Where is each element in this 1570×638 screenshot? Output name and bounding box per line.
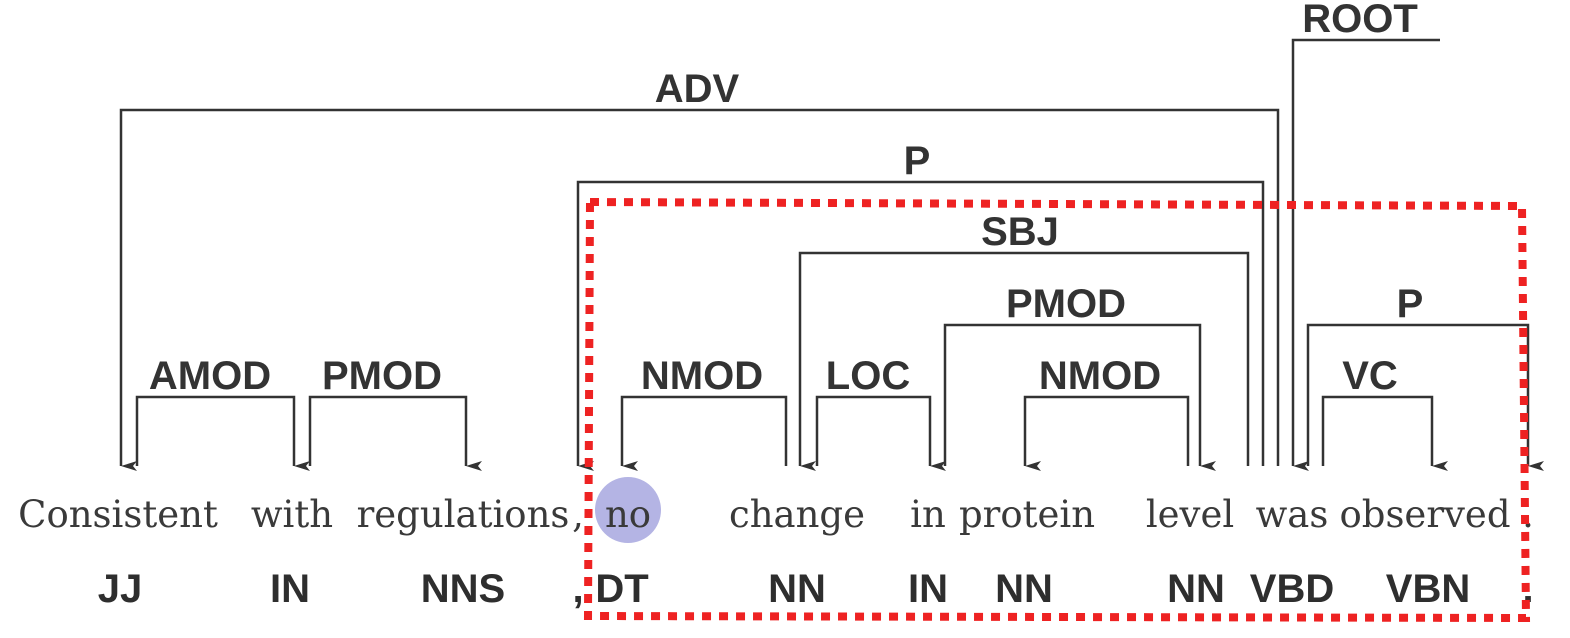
dependency-arc bbox=[1023, 395, 1190, 471]
dependency-arc bbox=[798, 251, 1250, 471]
root-arc bbox=[1291, 38, 1440, 471]
arc-label: P bbox=[1397, 282, 1424, 326]
pos-tag: VBD bbox=[1250, 567, 1334, 611]
arc-label: PMOD bbox=[1006, 282, 1126, 326]
arc-label: P bbox=[904, 139, 931, 183]
pos-tag: , bbox=[572, 567, 583, 611]
token-word: . bbox=[1522, 493, 1534, 536]
token-word: , bbox=[572, 493, 584, 536]
arc-label: ADV bbox=[655, 67, 740, 111]
arc-label: SBJ bbox=[981, 210, 1059, 254]
arc-label: PMOD bbox=[322, 354, 442, 398]
highlight-circle bbox=[595, 477, 661, 543]
dependency-arc bbox=[576, 180, 1265, 471]
token-word: protein bbox=[959, 493, 1095, 536]
arc-label: VC bbox=[1342, 354, 1398, 398]
dependency-arc bbox=[1321, 395, 1448, 471]
dependency-arc bbox=[815, 395, 946, 471]
token-word: Consistent bbox=[18, 493, 218, 536]
arc-label: NMOD bbox=[641, 354, 763, 398]
arc-label: AMOD bbox=[149, 354, 271, 398]
pos-tag: JJ bbox=[98, 567, 143, 611]
token-word: no bbox=[605, 493, 651, 536]
token-word: was bbox=[1256, 493, 1329, 536]
pos-tag: NN bbox=[995, 567, 1053, 611]
token-word: change bbox=[729, 493, 865, 536]
dependency-arc bbox=[119, 108, 1280, 471]
dependency-arc bbox=[135, 395, 310, 471]
pos-tag: DT bbox=[595, 567, 648, 611]
pos-tag: VBN bbox=[1386, 567, 1470, 611]
token-word: in bbox=[910, 493, 946, 536]
pos-tag: IN bbox=[908, 567, 948, 611]
dependency-arc bbox=[308, 395, 482, 471]
highlight-box bbox=[583, 197, 1531, 623]
token-word: observed bbox=[1339, 493, 1510, 536]
pos-tag: IN bbox=[270, 567, 310, 611]
pos-tag: NNS bbox=[421, 567, 505, 611]
dependency-arc bbox=[943, 323, 1216, 471]
token-word: level bbox=[1146, 493, 1234, 536]
dependency-arc bbox=[1306, 323, 1544, 471]
dependency-arc bbox=[620, 395, 788, 471]
root-label: ROOT bbox=[1302, 0, 1418, 41]
token-word: with bbox=[251, 493, 333, 536]
pos-tag: NN bbox=[768, 567, 826, 611]
arc-label: NMOD bbox=[1039, 354, 1161, 398]
pos-tag: NN bbox=[1167, 567, 1225, 611]
token-word: regulations bbox=[357, 493, 570, 536]
arc-label: LOC bbox=[826, 354, 910, 398]
